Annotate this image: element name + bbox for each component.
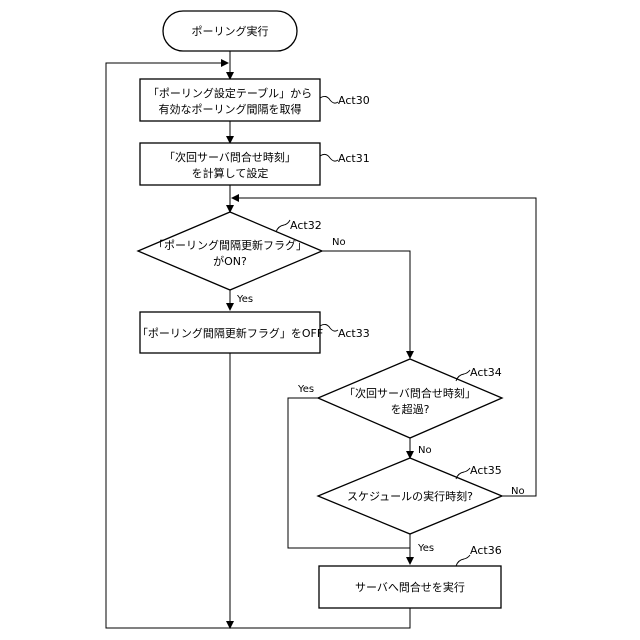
act32-line-2: がON? <box>213 254 247 268</box>
act30-leader <box>320 96 338 103</box>
act32-leader <box>276 220 290 232</box>
act36-line-1: サーバへ問合せを実行 <box>355 580 465 594</box>
act34-no-label: No <box>418 445 432 456</box>
act31-tag: Act31 <box>338 152 370 165</box>
act34-tag: Act34 <box>470 366 502 379</box>
act36-leader <box>456 555 470 566</box>
act34-yes-label: Yes <box>297 384 314 395</box>
act34-line-1: 「次回サーバ問合せ時刻」 <box>344 386 476 400</box>
act35-line-1: スケジュールの実行時刻? <box>347 489 473 503</box>
act35-tag: Act35 <box>470 464 502 477</box>
decision-act32: 「ポーリング間隔更新フラグ」 がON? Act32 <box>138 212 322 290</box>
act32-tag: Act32 <box>290 219 322 232</box>
start-label: ポーリング実行 <box>192 24 269 38</box>
act34-line-2: を超過? <box>391 402 430 416</box>
act30-tag: Act30 <box>338 94 370 107</box>
decision-act34: 「次回サーバ問合せ時刻」 を超過? Act34 <box>318 359 502 438</box>
act32-line-1: 「ポーリング間隔更新フラグ」 <box>153 238 307 252</box>
act31-line-2: を計算して設定 <box>192 166 269 180</box>
act31-leader <box>320 154 338 161</box>
act35-yes-label: Yes <box>417 543 434 554</box>
process-act31: 「次回サーバ問合せ時刻」 を計算して設定 Act31 <box>140 143 370 185</box>
start-terminal: ポーリング実行 <box>163 11 297 51</box>
act32-no-label: No <box>332 237 346 248</box>
process-act30: 「ポーリング設定テーブル」から 有効なポーリング間隔を取得 Act30 <box>140 79 370 121</box>
act33-line-1: 「ポーリング間隔更新フラグ」をOFF <box>137 326 323 340</box>
act36-tag: Act36 <box>470 544 502 557</box>
act32-yes-label: Yes <box>236 294 253 305</box>
act30-line-2: 有効なポーリング間隔を取得 <box>159 102 302 116</box>
decision-act35: スケジュールの実行時刻? Act35 <box>318 458 502 534</box>
act33-tag: Act33 <box>338 327 370 340</box>
process-act33: 「ポーリング間隔更新フラグ」をOFF Act33 <box>137 312 370 353</box>
act31-line-1: 「次回サーバ問合せ時刻」 <box>164 150 296 164</box>
edge-act32-no <box>322 251 410 358</box>
act35-no-label: No <box>511 486 525 497</box>
act30-line-1: 「ポーリング設定テーブル」から <box>148 86 312 100</box>
